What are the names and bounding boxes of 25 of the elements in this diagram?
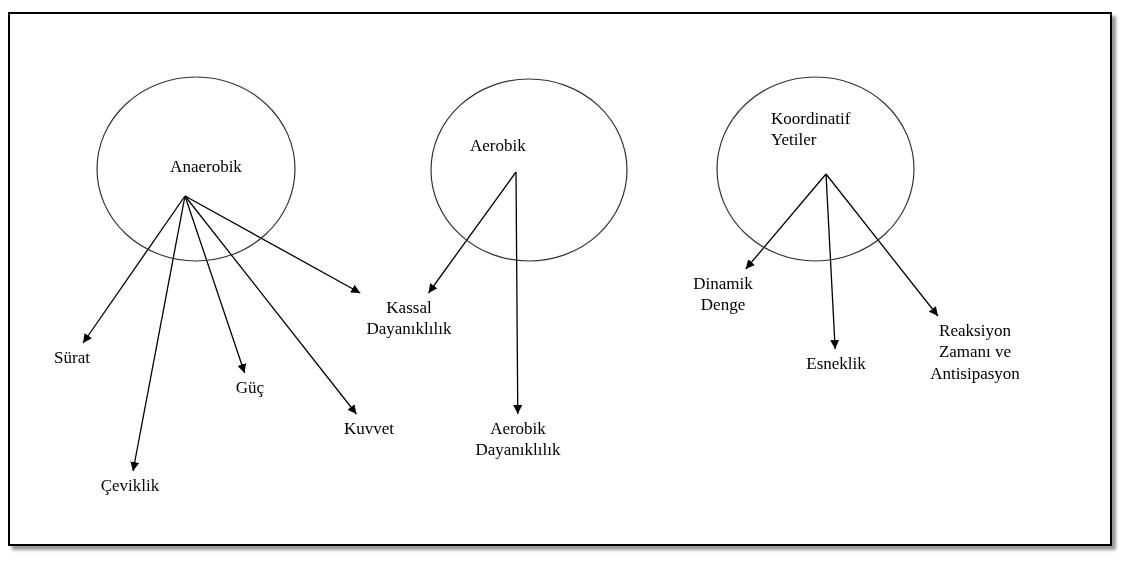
ability-text: Çeviklik bbox=[99, 475, 161, 497]
category-label: Anaerobik bbox=[169, 156, 243, 178]
category-label: Aerobik bbox=[470, 135, 527, 157]
ability-text: Güç bbox=[234, 377, 266, 399]
ability-text: Esneklik bbox=[805, 353, 867, 375]
arrow bbox=[82, 195, 186, 344]
arrow bbox=[745, 173, 827, 270]
ability-text: Dinamik Denge bbox=[692, 273, 754, 316]
ability-text: Sürat bbox=[53, 347, 91, 369]
arrow bbox=[184, 195, 358, 415]
category-circle bbox=[96, 76, 296, 262]
arrow bbox=[427, 171, 517, 294]
ability-text: Kassal Dayanıklılık bbox=[365, 297, 453, 340]
category-circle bbox=[716, 76, 915, 262]
arrow bbox=[825, 173, 939, 317]
ability-text: Kuvvet bbox=[342, 418, 395, 440]
arrow bbox=[184, 195, 246, 374]
arrow bbox=[184, 195, 361, 294]
ability-text: Aerobik Dayanıklılık bbox=[474, 418, 562, 461]
category-circle bbox=[430, 78, 628, 262]
ability-text: Reaksiyon Zamanı ve Antisipasyon bbox=[929, 320, 1021, 384]
category-label: Koordinatif Yetiler bbox=[771, 108, 852, 151]
arrow bbox=[825, 173, 840, 350]
arrow bbox=[130, 195, 186, 472]
arrow bbox=[513, 171, 523, 415]
